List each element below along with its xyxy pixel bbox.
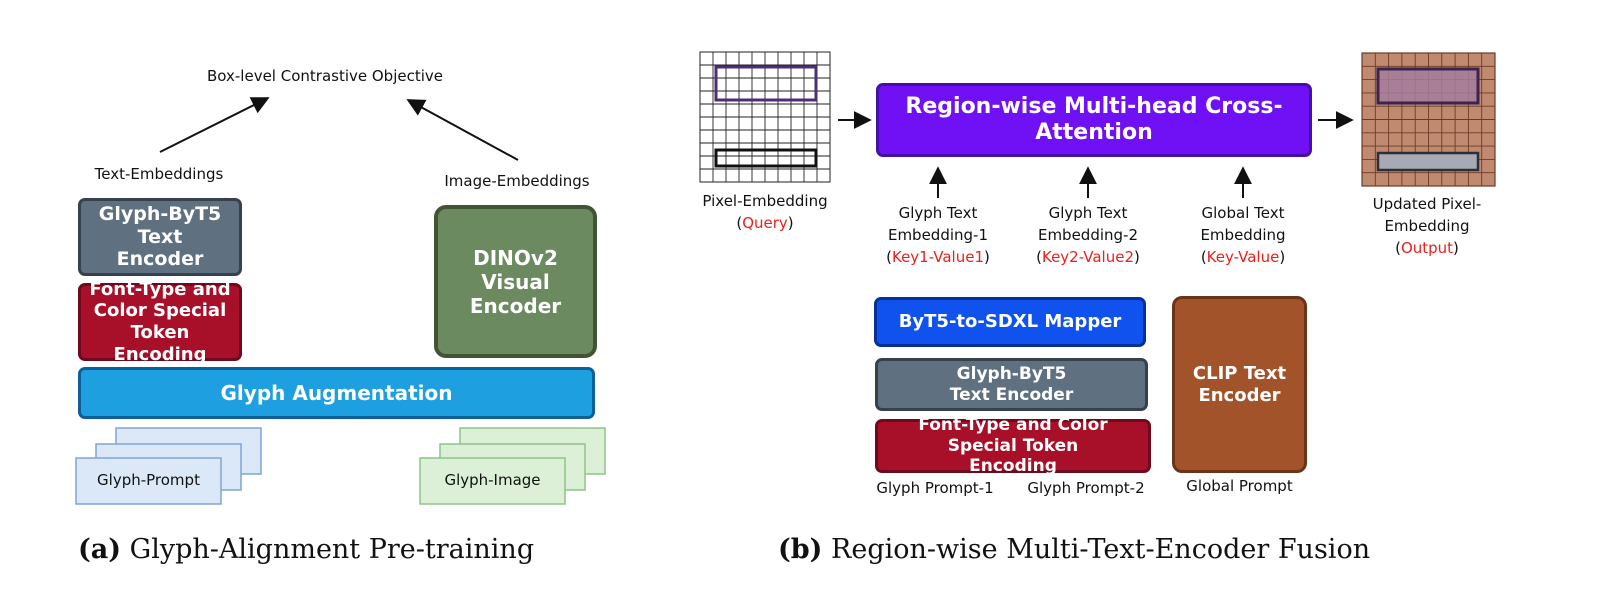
glyph-prompt-2-label: Glyph Prompt-2 [1027,479,1145,497]
glyph-prompt-1-label: Glyph Prompt-1 [876,479,994,497]
image-embeddings-label: Image-Embeddings [444,172,590,190]
key2-tag: (Key2-Value2) [1036,247,1140,266]
output-text: Output [1400,238,1454,257]
glyph-text-1-line2: Embedding-1 [887,225,989,244]
updated-pixel-embedding-grid [1361,52,1496,187]
pixel-embedding-text: Pixel-Embedding [702,192,828,210]
glyph-text-2-line2: Embedding-2 [1037,225,1139,244]
query-text: Query [742,213,788,232]
pixel-embedding-label: Pixel-Embedding (Query) [690,191,840,235]
key1-tag: (Key1-Value1) [886,247,990,266]
glyph-augmentation-label: Glyph Augmentation [220,381,453,405]
updated-pixel-text: Updated Pixel-Embedding [1372,195,1482,235]
arrow-icon [406,99,519,161]
font-type-encoding-a: Font-Type and Color Special Token Encodi… [78,279,242,365]
font-type-encoding-b: Font-Type and Color Special Token Encodi… [875,415,1151,476]
font-type-b-label: Font-Type and Color Special Token Encodi… [918,415,1108,477]
global-text-line1: Global Text [1201,204,1285,222]
glyph-text-2-line1: Glyph Text [1048,204,1128,222]
updated-pixel-label: Updated Pixel-Embedding (Output) [1332,194,1522,259]
key1-text: Key1-Value1 [891,247,984,266]
key2-text: Key2-Value2 [1041,247,1134,266]
clip-label: CLIP Text Encoder [1192,362,1287,406]
caption-a-tag: (a) [78,534,122,565]
glyph-byt5-label: Glyph-ByT5 Text Encoder [98,202,222,271]
caption-b: (b) Region-wise Multi-Text-Encoder Fusio… [778,534,1370,565]
objective-label: Box-level Contrastive Objective [207,67,443,85]
global-prompt-label: Global Prompt [1186,477,1293,495]
arrow-icon [159,97,270,153]
cross-attention-label: Region-wise Multi-head Cross-Attention [905,93,1283,145]
pixel-embedding-grid [699,51,831,183]
output-tag: (Output) [1395,238,1459,257]
caption-a-text: Glyph-Alignment Pre-training [129,534,535,565]
glyph-text-embedding-2: Glyph Text Embedding-2 (Key2-Value2) [1018,203,1158,268]
query-tag: (Query) [736,213,794,232]
text-embeddings-label: Text-Embeddings [94,165,224,183]
global-text-embedding: Global Text Embedding (Key-Value) [1173,203,1313,268]
glyph-prompt-label: Glyph-Prompt [97,471,200,489]
glyph-text-embedding-1: Glyph Text Embedding-1 (Key1-Value1) [868,203,1008,268]
clip-text-encoder: CLIP Text Encoder [1172,296,1307,473]
glyph-image-stack [419,427,606,505]
dinov2-label: DINOv2 Visual Encoder [469,245,562,318]
caption-b-tag: (b) [778,534,823,565]
glyph-augmentation: Glyph Augmentation [78,367,595,419]
key-tag: (Key-Value) [1200,247,1286,266]
glyph-prompt-stack [75,427,262,505]
glyph-byt5-encoder-a: Glyph-ByT5 Text Encoder [78,198,242,276]
caption-a: (a) Glyph-Alignment Pre-training [78,534,534,565]
glyph-image-label: Glyph-Image [444,471,541,489]
glyph-byt5-b-label: Glyph-ByT5 Text Encoder [949,364,1074,405]
byt5-to-sdxl-mapper: ByT5-to-SDXL Mapper [874,297,1146,347]
glyph-byt5-encoder-b: Glyph-ByT5 Text Encoder [875,358,1148,411]
dinov2-encoder: DINOv2 Visual Encoder [434,205,597,358]
caption-b-text: Region-wise Multi-Text-Encoder Fusion [831,534,1371,565]
cross-attention-block: Region-wise Multi-head Cross-Attention [876,83,1312,157]
global-text-line2: Embedding [1200,225,1286,244]
mapper-label: ByT5-to-SDXL Mapper [898,311,1122,333]
glyph-text-1-line1: Glyph Text [898,204,978,222]
font-type-label: Font-Type and Color Special Token Encodi… [89,278,231,365]
key-text: Key-Value [1206,247,1280,266]
